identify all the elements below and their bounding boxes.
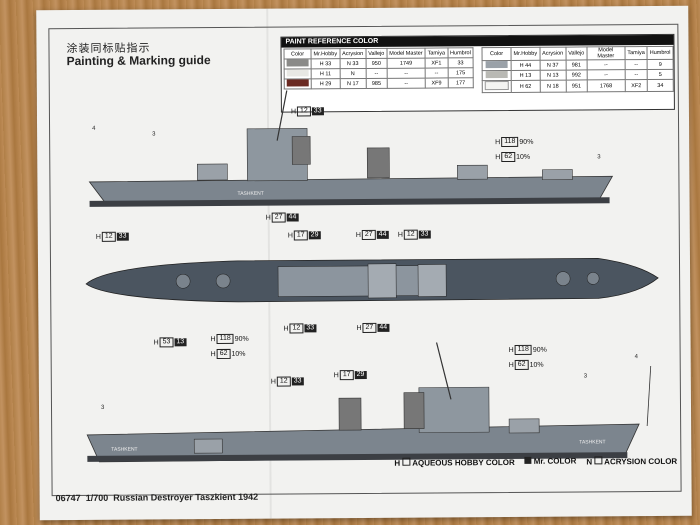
marker-number: 3: [152, 131, 156, 138]
profile-view-bottom: TASHKENT TASHKENT: [86, 342, 652, 463]
kit-code: 06747: [55, 492, 81, 504]
marker-number: 3: [597, 154, 601, 161]
kit-scale: 1/700: [85, 492, 109, 503]
legend-mr-color: Mr. COLOR: [524, 457, 577, 467]
ship-drawings: TASHKENT TASHKENT TASHKENT: [85, 90, 659, 463]
kit-footer: 06747 1/700 Russian Destroyer Taszkient …: [56, 492, 259, 503]
hull-name-bottom-stern: TASHKENT: [111, 447, 137, 453]
marker-number: 3: [100, 404, 105, 411]
marker-number: 3: [583, 373, 588, 380]
plan-view: [85, 257, 659, 303]
hull-name-bottom: TASHKENT: [579, 439, 605, 445]
marker-number: 4: [92, 125, 96, 132]
profile-view-top: TASHKENT: [88, 90, 614, 207]
kit-name: Russian Destroyer Taszkient 1942: [113, 491, 259, 503]
instruction-sheet: 涂装同标贴指示 Painting & Marking guide PAINT R…: [36, 5, 692, 521]
marker-number: 4: [634, 354, 639, 361]
hull-name-top: TASHKENT: [237, 191, 263, 197]
